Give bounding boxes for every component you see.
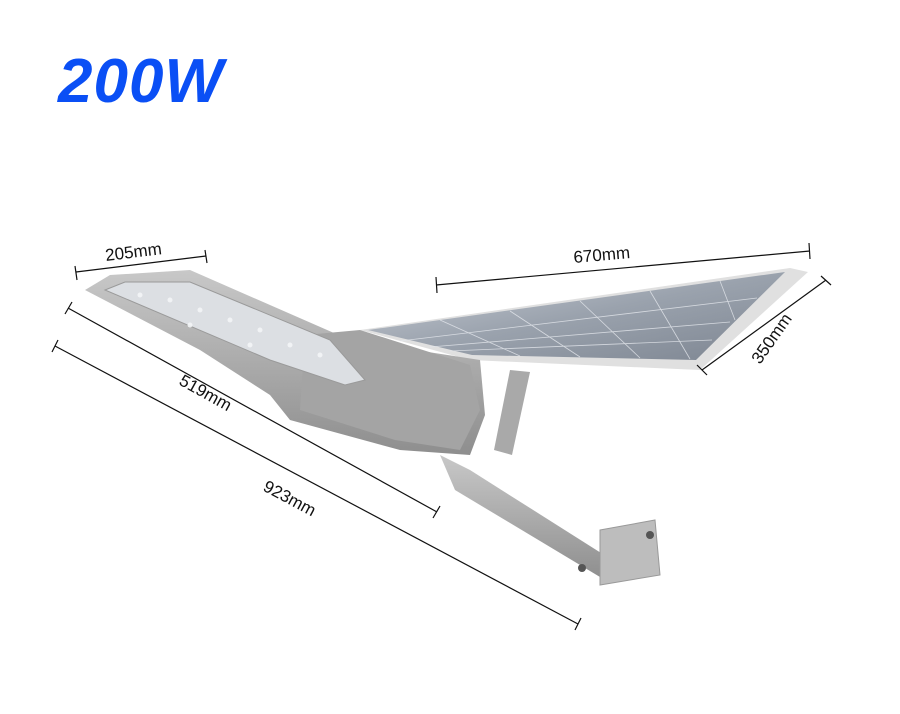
dim-total-length: 923mm [260, 477, 319, 520]
dimension-lines [51, 242, 832, 631]
dim-head-width: 205mm [104, 239, 163, 265]
dim-panel-length: 670mm [573, 243, 631, 267]
solar-panel [360, 268, 808, 370]
lamp-head [85, 270, 485, 455]
wattage-title: 200W [58, 47, 224, 116]
dim-head-length: 519mm [176, 371, 235, 415]
pole [440, 370, 661, 586]
